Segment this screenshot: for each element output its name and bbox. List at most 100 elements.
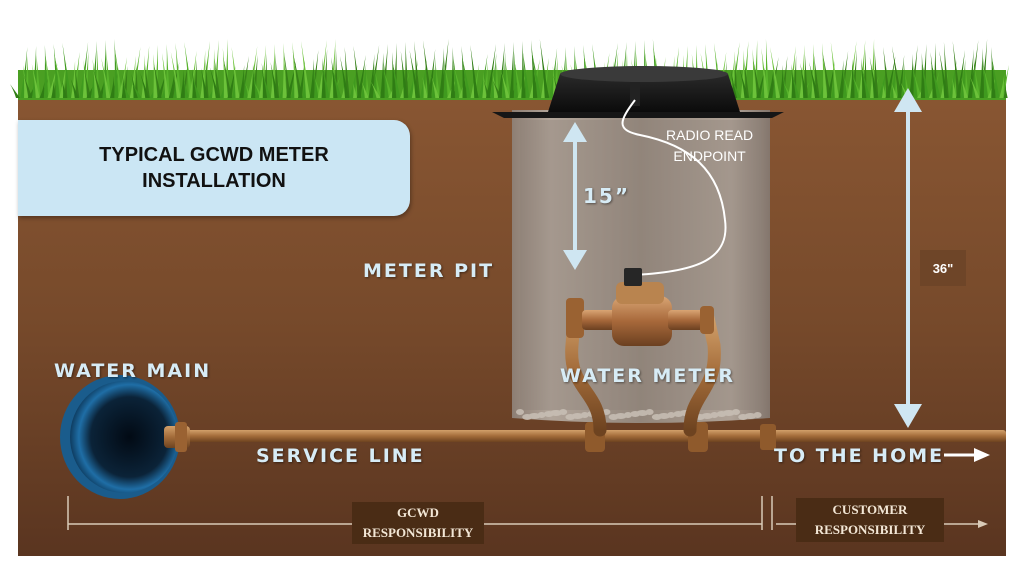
gravel-stone [614,413,627,419]
grass-blade [952,41,961,98]
grass-blade [180,70,185,98]
gravel-stone [722,410,735,416]
grass-blade [791,64,796,98]
gravel-stone [732,409,740,415]
grass-blade [800,63,808,98]
grass-blade [913,72,922,98]
radio-endpoint-cable [621,99,727,276]
grass-blade [858,40,866,98]
gravel-stone [550,410,562,416]
depth-15-label: 15” [583,184,630,208]
grass-blade [850,59,855,98]
grass-blade [922,62,930,98]
grass-blade [309,59,314,98]
grass-blade [521,41,526,98]
grass-blade [27,83,36,98]
grass-blade [913,63,918,98]
grass-blade [952,78,957,98]
grass-blade [889,65,896,98]
grass-blade [51,81,56,98]
customer-line-2: RESPONSIBILITY [814,522,926,537]
depth-15-arrow [563,122,587,270]
grass-blade [999,74,1005,98]
gcwd-line-1: GCWD [397,505,439,520]
grass-blade [939,51,949,98]
grass-blade [162,53,170,98]
grass-blade [184,42,194,98]
grass-blade [756,67,766,98]
meter-pit-lid [492,66,784,118]
grass-blade [275,53,280,98]
gravel-stone [645,409,654,415]
grass-blade [826,61,835,98]
grass-blade [780,56,788,98]
grass-blade [243,74,248,98]
grass-blade [739,68,749,98]
grass-blade [891,46,902,98]
water-meter [566,268,714,346]
grass-blade [286,61,297,98]
grass-blade [470,73,475,98]
grass-blade [991,56,1000,98]
grass-blade [891,83,898,98]
grass-blade [830,42,839,98]
grass-blade [20,47,28,98]
grass-blade [349,65,358,98]
grass-blade [930,52,937,98]
grass-blade [375,72,382,98]
grass-blade [392,52,396,98]
title-line-2: INSTALLATION [142,170,286,192]
grass-blade [220,76,228,98]
grass-blade [231,47,240,98]
grass-blade [380,44,388,98]
grass-blade [122,66,128,98]
grass-blade [983,66,993,98]
grass-blade [999,65,1009,98]
grass-blade [209,67,220,98]
grass-blade [822,52,832,98]
grass-blade [75,70,80,98]
grass-blade [453,65,464,98]
grass-blade [500,70,510,98]
radio-read-endpoint-label: RADIO READ ENDPOINT [666,125,753,167]
grass-blade [470,45,479,98]
grass-blade [874,48,879,98]
gravel-stone [636,410,649,416]
grass-blade [974,67,981,98]
grass-blade [948,60,957,98]
customer-line-1: CUSTOMER [832,502,908,517]
grass-blade [909,54,913,98]
grass-blade [842,69,847,98]
grass-blade [157,72,166,98]
grass-blade [809,62,819,98]
grass-blade [486,44,496,98]
grass-blade [920,53,925,98]
grass-blade [170,52,181,98]
grass-blade [549,48,558,98]
grass-blade [370,81,381,98]
gravel-stone [667,412,676,418]
grass-blade [142,46,150,98]
grass-blade [444,66,452,98]
grass-blade [761,48,769,98]
grass-blade [231,75,236,98]
grass-blade [292,42,299,98]
grass-blade [964,68,969,98]
grass-blade [492,71,499,98]
grass-blade [62,80,67,98]
grass-blade [340,56,349,98]
grass-blade [188,51,197,98]
grass-blade [153,63,162,98]
grass-blade [283,52,291,98]
grass-blade [181,61,189,98]
grass-blade [411,78,416,98]
grass-blade [292,51,303,98]
gcwd-responsibility-label: GCWD RESPONSIBILITY [352,502,484,544]
grass-blade [522,50,530,98]
grass-blade [173,80,178,98]
grass-blade [431,76,440,98]
grass-blade [62,43,72,98]
grass-blade [222,48,228,98]
grass-blade [400,51,408,98]
